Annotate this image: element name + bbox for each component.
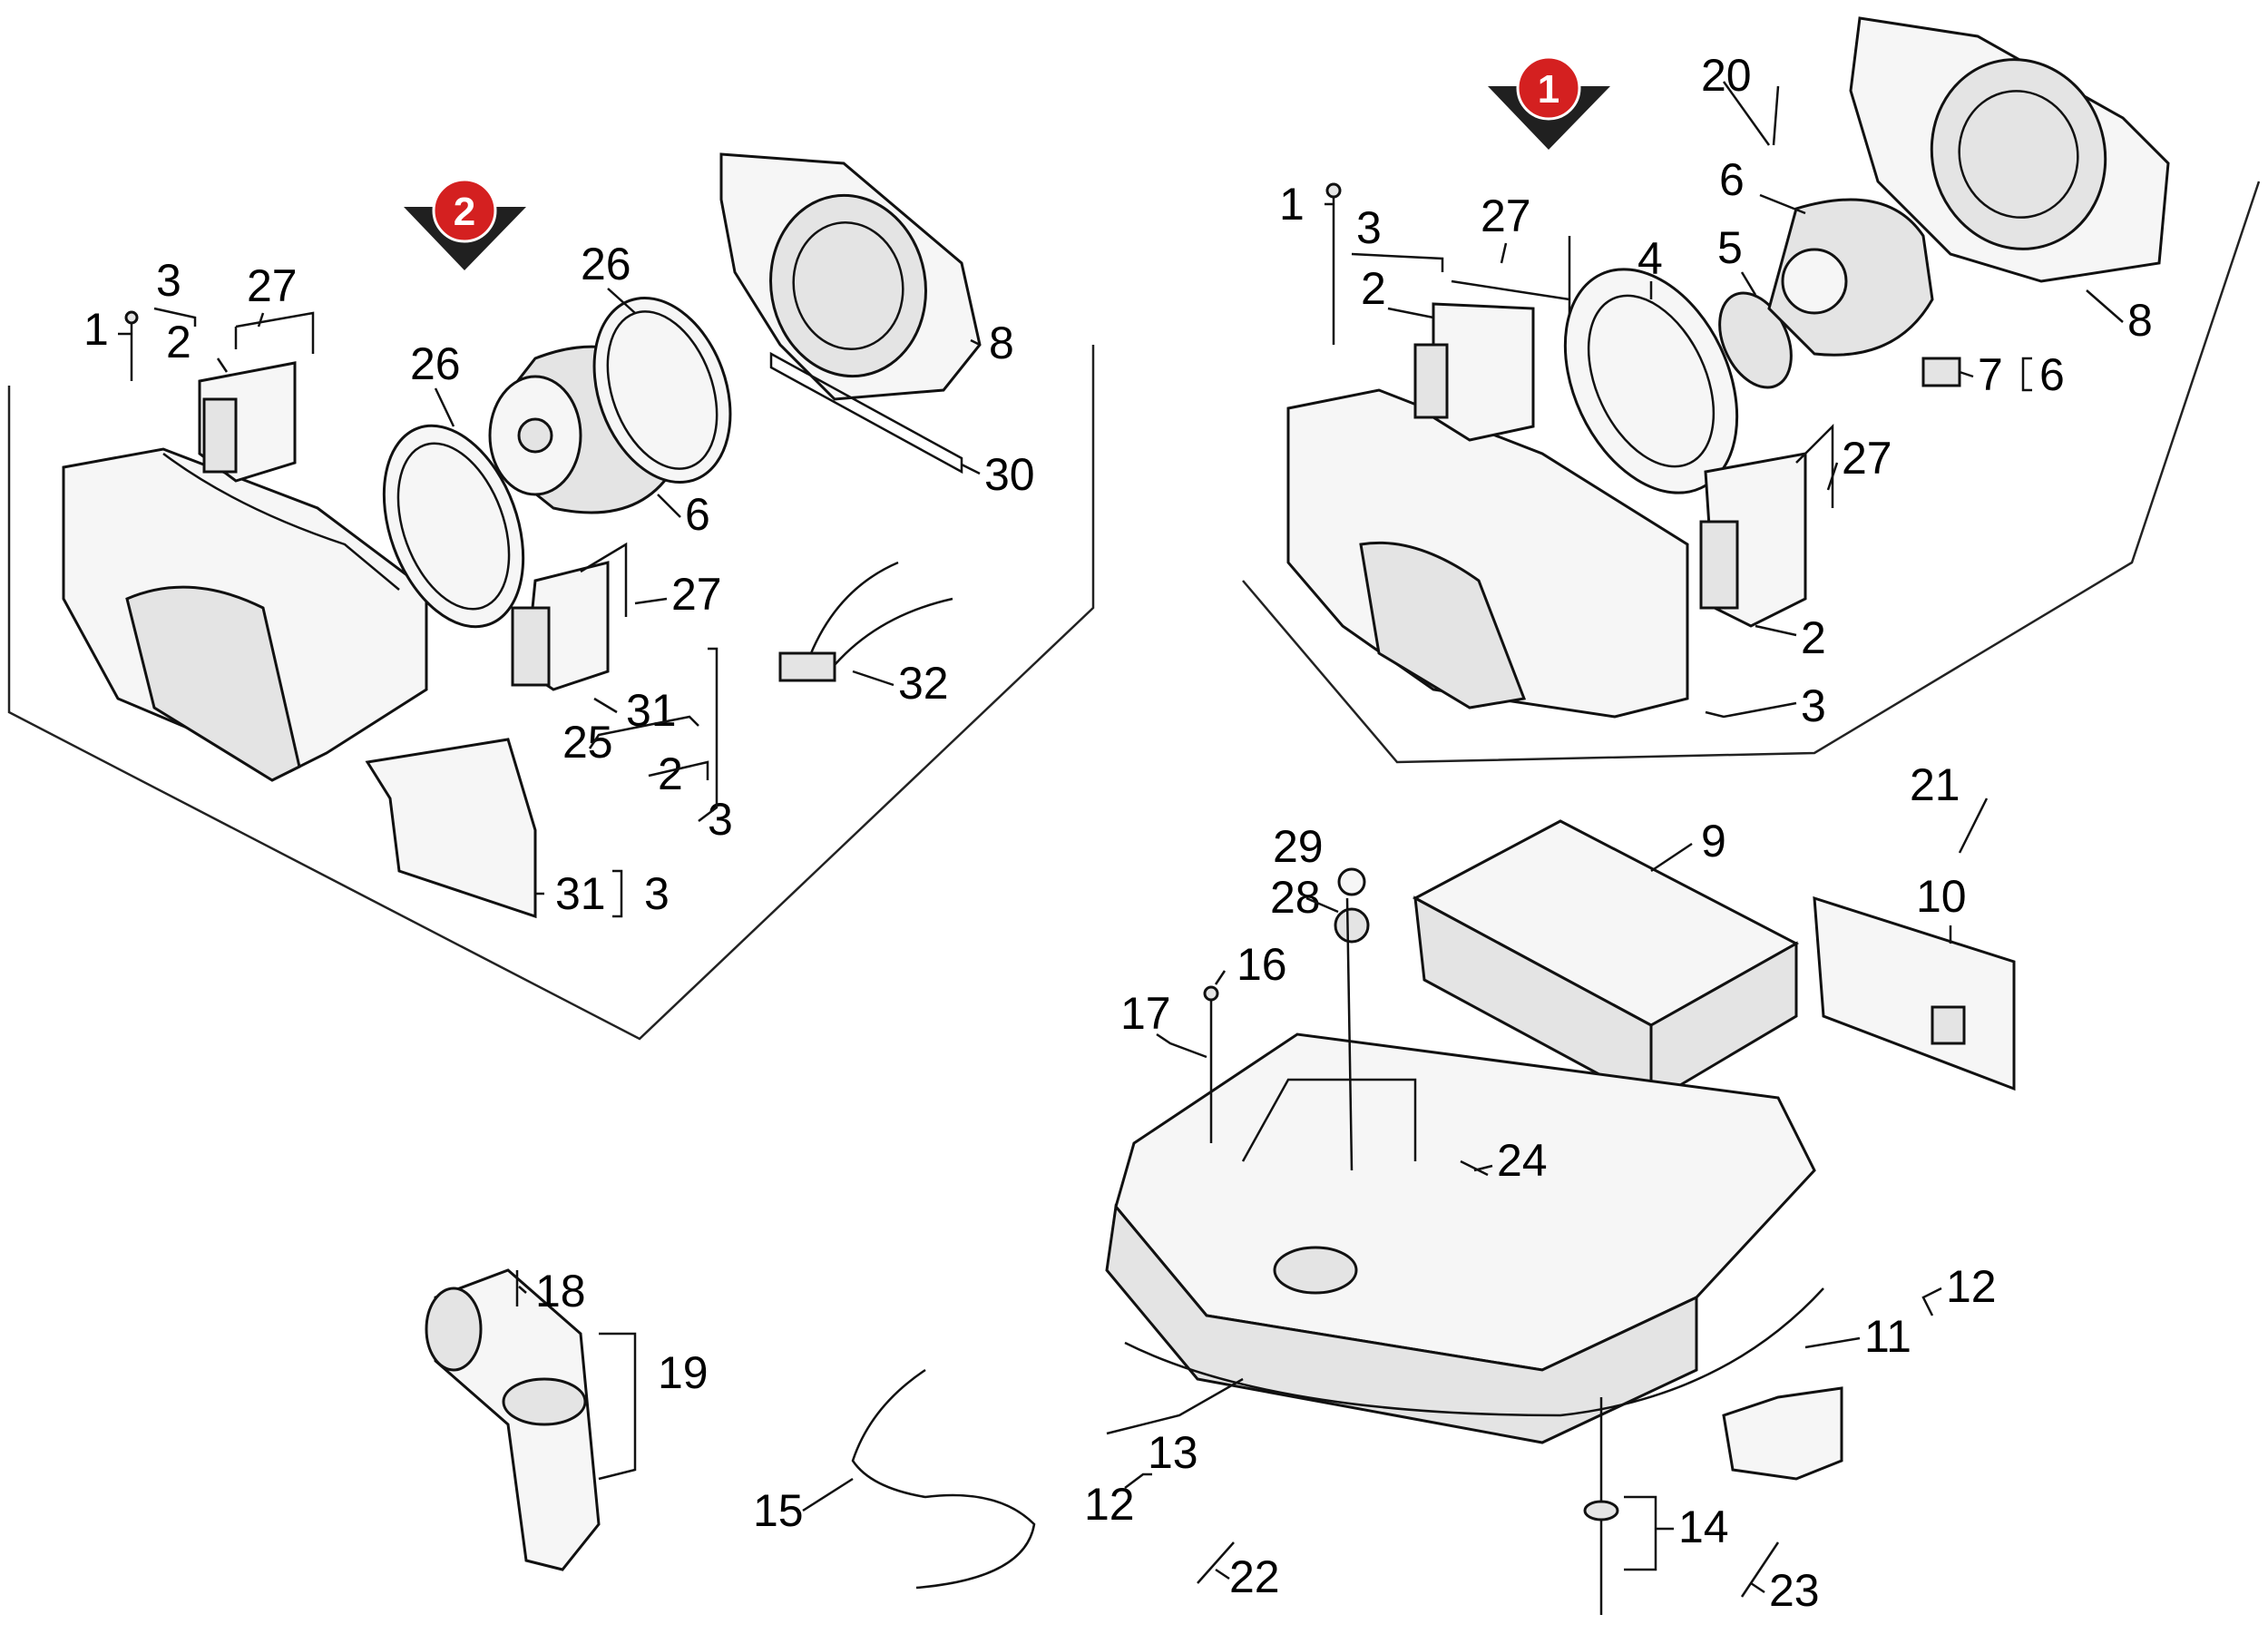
label-15: 15 — [753, 1485, 804, 1536]
label-29: 29 — [1273, 821, 1324, 872]
label-26-a: 26 — [581, 239, 631, 289]
marker-2: 2 — [404, 178, 526, 270]
label-10: 10 — [1916, 871, 1967, 922]
label-5: 5 — [1717, 222, 1743, 273]
group-1-labels: 20 6 1 3 27 4 5 2 8 7 6 27 2 3 — [1279, 50, 2153, 731]
label-20: 20 — [1701, 50, 1752, 101]
label-1: 1 — [83, 304, 109, 355]
base-leaders — [518, 842, 1952, 1594]
label-32: 32 — [898, 658, 949, 709]
label-13: 13 — [1148, 1427, 1198, 1478]
label-11: 11 — [1864, 1311, 1911, 1362]
label-2-b: 2 — [658, 749, 683, 799]
label-3-b: 3 — [1801, 680, 1826, 731]
base-parts — [425, 797, 2016, 1615]
svg-text:2: 2 — [454, 190, 475, 234]
label-30: 30 — [984, 449, 1035, 500]
label-28: 28 — [1270, 872, 1321, 923]
label-6-side: 6 — [2039, 349, 2065, 400]
label-8: 8 — [2127, 295, 2153, 346]
label-14: 14 — [1678, 1502, 1729, 1552]
label-9: 9 — [1701, 816, 1726, 866]
label-3: 3 — [156, 255, 181, 306]
label-1: 1 — [1279, 179, 1305, 230]
label-3-b: 3 — [708, 794, 733, 845]
label-6-top: 6 — [1719, 154, 1745, 205]
label-8: 8 — [989, 318, 1014, 368]
label-26-b: 26 — [410, 338, 461, 389]
group-2-parts — [62, 152, 982, 919]
label-19: 19 — [658, 1347, 709, 1398]
label-2: 2 — [166, 317, 191, 367]
svg-text:1: 1 — [1538, 67, 1559, 112]
label-27-b: 27 — [671, 569, 722, 620]
group-1-parts — [1286, 16, 2170, 719]
label-23: 23 — [1769, 1565, 1820, 1616]
group-1-frame — [1242, 181, 2261, 764]
label-25: 25 — [562, 717, 613, 768]
label-12-right: 12 — [1946, 1261, 1997, 1312]
group-2-labels: 3 27 1 2 26 26 8 30 6 27 32 31 25 2 3 31… — [83, 239, 1035, 919]
label-27-b: 27 — [1842, 433, 1892, 484]
label-3-c: 3 — [644, 868, 670, 919]
label-2: 2 — [1361, 263, 1386, 314]
group-1-leaders — [1325, 193, 2124, 719]
label-27: 27 — [1481, 191, 1531, 241]
group-2-leaders — [118, 288, 981, 918]
label-18: 18 — [535, 1266, 586, 1316]
label-16: 16 — [1237, 939, 1287, 990]
label-2-b: 2 — [1801, 612, 1826, 663]
label-31-b: 31 — [555, 868, 606, 919]
label-27: 27 — [247, 260, 298, 311]
label-6: 6 — [685, 489, 710, 540]
label-21: 21 — [1910, 759, 1960, 810]
marker-1: 1 — [1488, 55, 1610, 150]
label-17: 17 — [1120, 988, 1171, 1039]
base-labels: 21 9 29 28 10 16 17 24 18 19 12 11 15 13… — [535, 759, 1997, 1616]
label-22: 22 — [1229, 1551, 1280, 1602]
label-4: 4 — [1637, 233, 1663, 284]
group-2-frame — [7, 345, 1095, 1041]
label-24: 24 — [1497, 1135, 1548, 1186]
label-3: 3 — [1356, 202, 1382, 253]
label-7: 7 — [1978, 349, 2003, 400]
